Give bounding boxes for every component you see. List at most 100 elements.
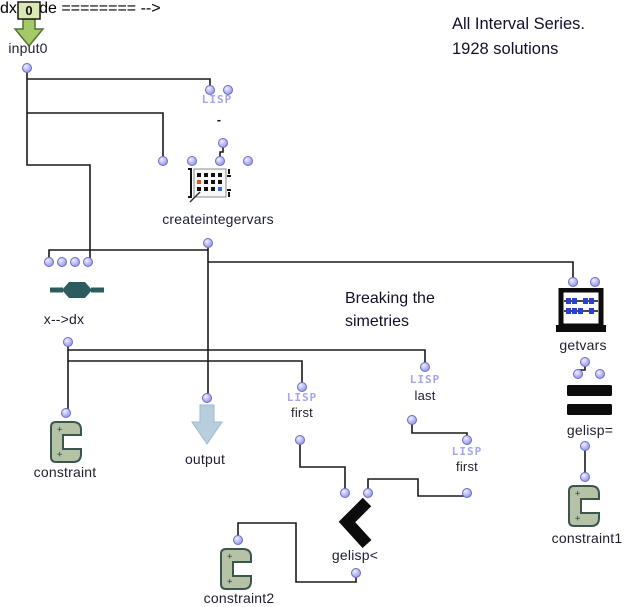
annotation-note-line2: simetries (345, 313, 410, 330)
constraint-plus-top: + (57, 425, 63, 435)
patch-title-line1: All Interval Series. (452, 15, 585, 33)
abacus-base (556, 325, 606, 332)
xdx-stub-left (50, 287, 63, 293)
chevron-left-glyph (338, 497, 372, 549)
port-first1-in1[interactable] (297, 382, 307, 392)
first1-label[interactable]: first (291, 405, 313, 420)
constraint-icon[interactable]: + + (46, 419, 88, 465)
gelisp-lt-icon[interactable] (334, 496, 378, 552)
port-first2-in1[interactable] (462, 435, 472, 445)
port-minus-in1[interactable] (205, 85, 215, 95)
first2-lisp-logo: LISP (451, 445, 483, 458)
port-first2-out[interactable] (462, 488, 472, 498)
equals-bar-top (567, 385, 612, 396)
wire-first2-to-gelisp-lt[interactable] (367, 478, 467, 497)
gelisp-eq-icon[interactable] (564, 382, 616, 420)
wire-input0-trunk[interactable] (26, 70, 91, 258)
minus-lisp-logo: LISP (201, 93, 233, 106)
port-gelisp-eq-in1[interactable] (573, 369, 583, 379)
wire-gelisp-lt-to-constraint2[interactable] (237, 522, 357, 583)
port-gelisp-eq-in2[interactable] (595, 369, 605, 379)
output-arrow (191, 404, 223, 445)
input-index-value: 0 (25, 3, 32, 18)
port-getvars-out[interactable] (580, 357, 590, 367)
input0-label: input0 (8, 40, 48, 56)
input0-icon[interactable]: 0 (10, 1, 50, 49)
port-xdx-in2[interactable] (57, 257, 67, 267)
gelisp-lt-label: gelisp< (331, 547, 379, 563)
port-getvars-in2[interactable] (590, 277, 600, 287)
grid-cells (197, 173, 222, 191)
port-xdx-in3[interactable] (70, 257, 80, 267)
port-last-in1[interactable] (420, 362, 430, 372)
port-xdx-in4[interactable] (83, 257, 93, 267)
annotation-note: Breaking the simetries (345, 287, 435, 333)
first1-lisp-logo: LISP (286, 391, 318, 404)
port-gelisp-lt-in1[interactable] (340, 488, 350, 498)
port-xdx-out[interactable] (63, 337, 73, 347)
patch-title: All Interval Series. 1928 solutions (452, 12, 585, 62)
constraint1-label: constraint1 (551, 530, 623, 546)
constraint-plus-top: + (575, 489, 581, 499)
constraint1-icon[interactable]: + + (564, 483, 606, 529)
gelisp-eq-label: gelisp= (566, 422, 614, 438)
constraint-c-shape (220, 548, 252, 590)
xdx-stub-right (91, 287, 104, 293)
xdx-body (62, 282, 92, 298)
getvars-icon[interactable] (552, 288, 610, 334)
port-output-in1[interactable] (202, 393, 212, 403)
createintegervars-icon[interactable] (184, 166, 236, 206)
equals-bar-bottom (567, 404, 612, 415)
port-xdx-in1[interactable] (44, 257, 54, 267)
constraint-c-shape (568, 485, 600, 527)
xdx-icon[interactable] (50, 277, 104, 303)
constraint-plus-bottom: + (227, 577, 233, 587)
wire-minus-to-createintegervars[interactable] (219, 146, 224, 158)
wire-createintegervars-to-getvars[interactable] (208, 261, 574, 279)
input-index-box (17, 1, 41, 20)
port-minus-out[interactable] (218, 138, 228, 148)
grid-right-arrows (227, 169, 231, 197)
port-first1-out[interactable] (295, 435, 305, 445)
constraint-plus-top: + (227, 552, 233, 562)
constraint-plus-bottom: + (575, 514, 581, 524)
abacus-beads (564, 298, 598, 314)
last-label[interactable]: last (414, 388, 436, 403)
wire-first1-to-gelisp-lt[interactable] (299, 443, 346, 490)
wire-input0-to-createintegervars[interactable] (27, 112, 164, 157)
constraint-c-shape (50, 421, 82, 463)
port-minus-in2[interactable] (223, 85, 233, 95)
port-createintegervars-in4[interactable] (243, 156, 253, 166)
grid-left-bracket (188, 168, 192, 198)
port-createintegervars-out[interactable] (203, 238, 213, 248)
grid-diagonal-arrow (189, 191, 201, 203)
port-gelisp-lt-in2[interactable] (363, 488, 373, 498)
wire-last-to-first2[interactable] (411, 423, 468, 437)
output-label: output (184, 451, 226, 467)
port-gelisp-lt-out[interactable] (351, 568, 361, 578)
port-gelisp-eq-out[interactable] (580, 441, 590, 451)
port-getvars-in1[interactable] (568, 277, 578, 287)
wire-xdx-to-last[interactable] (68, 349, 426, 364)
input-arrow-icon (13, 18, 45, 48)
getvars-label: getvars (559, 337, 607, 353)
xdx-label: x-->dx (43, 311, 85, 327)
output-icon[interactable] (188, 404, 226, 448)
first2-label[interactable]: first (456, 459, 478, 474)
port-last-out[interactable] (407, 415, 417, 425)
minus-label[interactable]: - (216, 112, 222, 127)
wire-input0-to-minus[interactable] (27, 78, 211, 86)
wire-createintegervars-to-xdx[interactable] (48, 249, 208, 259)
port-constraint1-in1[interactable] (580, 472, 590, 482)
constraint2-icon[interactable]: + + (216, 546, 258, 592)
port-constraint-in1[interactable] (61, 408, 71, 418)
wire-xdx-to-first1[interactable] (68, 360, 303, 384)
port-createintegervars-in2[interactable] (187, 156, 197, 166)
port-input0-out[interactable] (22, 63, 32, 73)
port-createintegervars-in3[interactable] (215, 156, 225, 166)
port-constraint2-in1[interactable] (233, 535, 243, 545)
constraint2-label: constraint2 (203, 590, 275, 606)
port-createintegervars-in1[interactable] (158, 156, 168, 166)
